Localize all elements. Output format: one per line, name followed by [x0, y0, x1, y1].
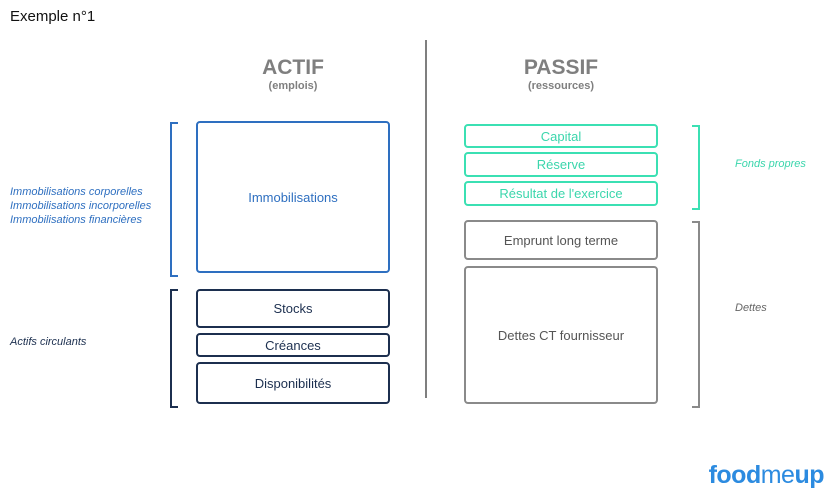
dettes-bracket — [692, 221, 700, 408]
reserve-box: Réserve — [464, 152, 658, 177]
actifs-circulants-bracket — [170, 289, 178, 408]
fonds-propres-bracket — [692, 125, 700, 210]
immobilisations-corporelles-label: Immobilisations corporelles — [10, 186, 143, 198]
fonds-propres-label: Fonds propres — [735, 158, 806, 170]
emprunt-box: Emprunt long terme — [464, 220, 658, 260]
immobilisations-financieres-label: Immobilisations financières — [10, 214, 143, 226]
actifs-circulants-label: Actifs circulants — [10, 336, 87, 348]
stocks-box: Stocks — [196, 289, 390, 328]
dettes-label: Dettes — [735, 302, 767, 314]
immobilisations-box: Immobilisations — [196, 121, 390, 273]
passif-subheading: (ressources) — [527, 80, 595, 92]
capital-box: Capital — [464, 124, 658, 148]
immobilisations-incorporelles-label: Immobilisations incorporelles — [10, 200, 152, 212]
resultat-box: Résultat de l'exercice — [464, 181, 658, 206]
creances-box: Créances — [196, 333, 390, 357]
logo-part-food: food — [708, 461, 762, 489]
dettes-ct-box: Dettes CT fournisseur — [464, 266, 658, 404]
immobilisations-label-list: Immobilisations corporelles Immobilisati… — [10, 185, 151, 227]
actif-subheading: (emplois) — [268, 80, 318, 92]
foodmeup-logo: foodmeup — [708, 461, 825, 490]
immobilisations-bracket — [170, 122, 178, 277]
disponibilites-box: Disponibilités — [196, 362, 390, 404]
column-divider — [425, 40, 427, 398]
page-title: Exemple n°1 — [10, 8, 96, 25]
passif-heading: PASSIF — [523, 56, 599, 79]
logo-part-up: up — [794, 461, 824, 489]
actif-heading: ACTIF — [262, 56, 324, 79]
logo-part-me: me — [760, 461, 795, 489]
